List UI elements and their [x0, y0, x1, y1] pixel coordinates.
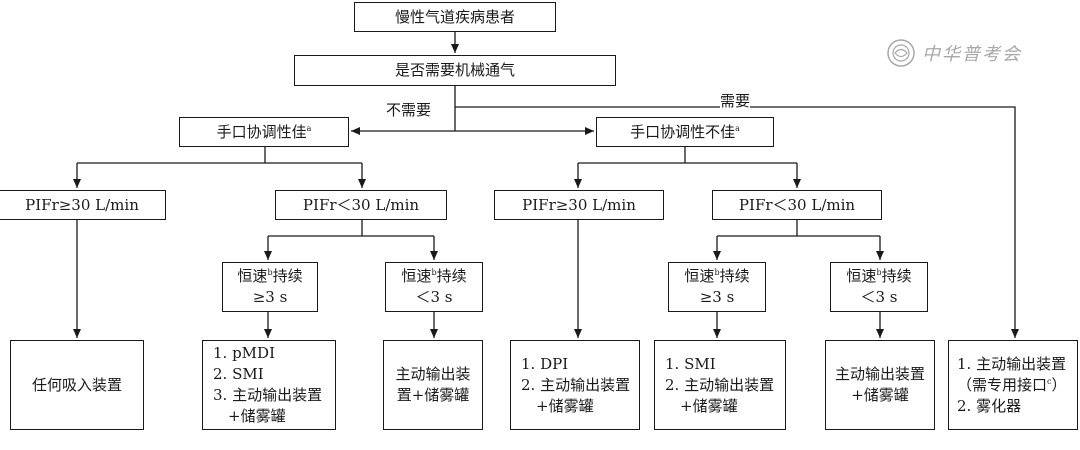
- watermark: 中华普考会: [886, 38, 1022, 68]
- footnote-c: c: [1047, 376, 1052, 386]
- leaf-line: 3. 主动输出装置: [213, 386, 323, 404]
- leaf-line: 2. 主动输出装置: [521, 375, 631, 394]
- node-root-label: 慢性气道疾病患者: [394, 7, 515, 26]
- node-pif-ge-left: PIFr≥30 L/min: [0, 190, 166, 220]
- node-const-ge-left: 恒速b持续 ≥3 s: [222, 262, 318, 312]
- const-duration: ≥3 s: [252, 288, 288, 306]
- leaf-any-label: 任何吸入装置: [31, 375, 122, 394]
- leaf-dpi: 1. DPI 2. 主动输出装置 +储雾罐: [510, 340, 640, 430]
- const-duration: ＜3 s: [415, 288, 453, 306]
- node-pif-ge-right-label: PIFr≥30 L/min: [522, 195, 636, 214]
- leaf-any-device: 任何吸入装置: [10, 340, 144, 430]
- node-pif-lt-left: PIFr＜30 L/min: [275, 190, 447, 220]
- node-ventilation: 是否需要机械通气: [294, 55, 616, 86]
- leaf-line: +储雾罐: [851, 386, 909, 404]
- node-coord-good-label: 手口协调性佳: [216, 122, 307, 141]
- leaf-line: 置+储雾罐: [396, 386, 470, 404]
- node-coord-poor: 手口协调性不佳a: [596, 117, 774, 147]
- leaf-line: 2. 雾化器: [957, 396, 1022, 415]
- node-pif-ge-left-label: PIFr≥30 L/min: [25, 195, 139, 214]
- leaf-line: +储雾罐: [521, 396, 594, 415]
- const-label: 恒速: [237, 267, 268, 285]
- const-label: 恒速: [401, 267, 432, 285]
- const-label-post: 持续: [881, 267, 912, 285]
- const-duration: ＜3 s: [860, 288, 898, 306]
- node-pif-lt-left-label: PIFr＜30 L/min: [302, 195, 420, 214]
- leaf-smi: 1. SMI 2. 主动输出装置 +储雾罐: [654, 340, 786, 430]
- leaf-active-right: 主动输出装置 +储雾罐: [825, 340, 935, 430]
- leaf-ventilation: 1. 主动输出装置 （需专用接口c） 2. 雾化器: [948, 340, 1078, 430]
- node-coord-good: 手口协调性佳a: [179, 117, 349, 147]
- leaf-line: 2. 主动输出装置: [665, 375, 775, 394]
- leaf-line: 2. SMI: [213, 365, 264, 383]
- leaf-pmdi: 1. pMDI 2. SMI 3. 主动输出装置 +储雾罐: [202, 340, 336, 430]
- seal-icon: [887, 39, 915, 67]
- footnote-b: b: [267, 268, 273, 277]
- leaf-active-left: 主动输出装 置+储雾罐: [383, 340, 483, 430]
- footnote-b: b: [431, 268, 437, 277]
- node-pif-lt-right: PIFr＜30 L/min: [712, 190, 882, 220]
- node-coord-poor-label: 手口协调性不佳: [630, 122, 736, 141]
- node-const-lt-right: 恒速b持续 ＜3 s: [830, 262, 928, 312]
- node-pif-ge-right: PIFr≥30 L/min: [494, 190, 664, 220]
- leaf-line-end: ）: [1051, 375, 1067, 394]
- leaf-line: +储雾罐: [213, 407, 286, 425]
- footnote-a: a: [306, 123, 312, 133]
- const-label-post: 持续: [719, 267, 750, 285]
- leaf-line: +储雾罐: [665, 396, 738, 415]
- edge-needed: [455, 106, 1019, 338]
- const-label-post: 持续: [436, 267, 467, 285]
- edge-label-needed: 需要: [720, 90, 751, 111]
- const-label-post: 持续: [272, 267, 303, 285]
- leaf-line: 主动输出装置: [834, 365, 925, 383]
- footnote-a: a: [735, 123, 740, 133]
- leaf-line: 1. 主动输出装置: [957, 354, 1067, 373]
- node-ventilation-label: 是否需要机械通气: [394, 61, 515, 79]
- const-duration: ≥3 s: [699, 288, 735, 306]
- const-label: 恒速: [846, 267, 877, 285]
- footnote-b: b: [714, 268, 720, 277]
- leaf-line: 1. SMI: [665, 354, 716, 373]
- leaf-line: 1. pMDI: [213, 344, 275, 362]
- leaf-line: 1. DPI: [521, 354, 569, 373]
- node-const-ge-right: 恒速b持续 ≥3 s: [668, 262, 766, 312]
- const-label: 恒速: [684, 267, 715, 285]
- leaf-line: （需专用接口: [957, 375, 1048, 394]
- edge-label-not-needed: 不需要: [386, 99, 432, 120]
- footnote-b: b: [876, 268, 882, 277]
- node-root: 慢性气道疾病患者: [354, 2, 556, 32]
- watermark-text: 中华普考会: [922, 44, 1022, 65]
- node-pif-lt-right-label: PIFr＜30 L/min: [738, 195, 856, 214]
- leaf-line: 主动输出装: [395, 365, 471, 383]
- node-const-lt-left: 恒速b持续 ＜3 s: [385, 262, 483, 312]
